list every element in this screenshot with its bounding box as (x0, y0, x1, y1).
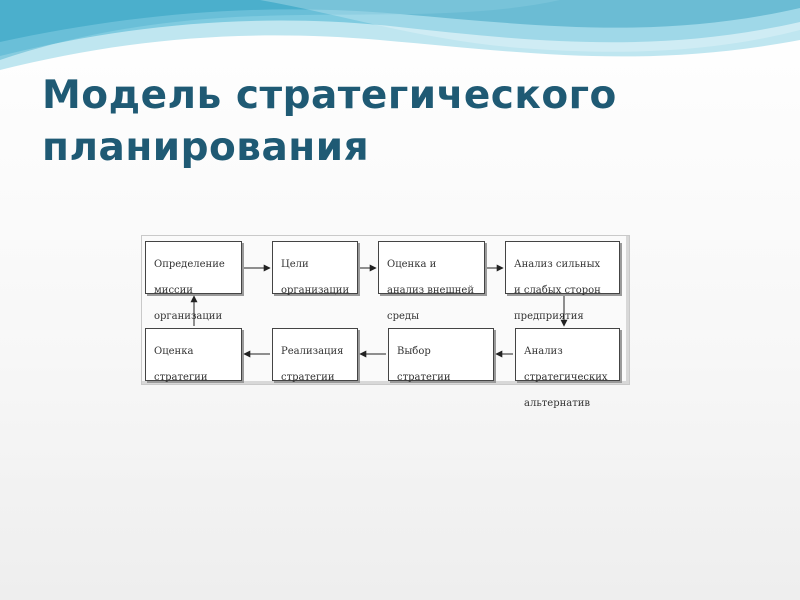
box-text: организации (281, 285, 350, 296)
box-text: Анализ сильных (514, 259, 601, 270)
box-text: анализ внешней (387, 285, 474, 296)
box-strategy-realization: Реализация стратегии (272, 328, 358, 383)
box-text: предприятия (514, 311, 584, 322)
box-text: Цели (281, 259, 309, 270)
box-mission-definition: Определение миссии организации (145, 241, 242, 322)
title-line-2: планирования (42, 125, 370, 170)
box-strategic-alternatives: Анализ стратегических альтернатив (515, 328, 620, 409)
title-line-1: Модель стратегического (42, 73, 617, 118)
box-text: Реализация (281, 346, 344, 357)
box-text: Анализ (524, 346, 563, 357)
box-strategy-evaluation: Оценка стратегии (145, 328, 242, 383)
box-text: Определение (154, 259, 225, 270)
box-text: стратегии (154, 372, 208, 383)
box-strategy-choice: Выбор стратегии (388, 328, 494, 383)
box-text: Оценка и (387, 259, 437, 270)
box-text: Выбор (397, 346, 431, 357)
box-text: альтернатив (524, 398, 591, 409)
box-text: среды (387, 311, 420, 322)
box-text: миссии (154, 285, 193, 296)
box-text: стратегии (397, 372, 451, 383)
box-environment-analysis: Оценка и анализ внешней среды (378, 241, 485, 322)
box-text: организации (154, 311, 223, 322)
box-text: и слабых сторон (514, 285, 601, 296)
slide-title: Модель стратегического планирования (42, 70, 762, 174)
box-organization-goals: Цели организации (272, 241, 358, 296)
box-text: стратегических (524, 372, 608, 383)
box-text: стратегии (281, 372, 335, 383)
decorative-wave (0, 0, 800, 70)
box-swot-analysis: Анализ сильных и слабых сторон предприят… (505, 241, 620, 322)
box-text: Оценка (154, 346, 194, 357)
